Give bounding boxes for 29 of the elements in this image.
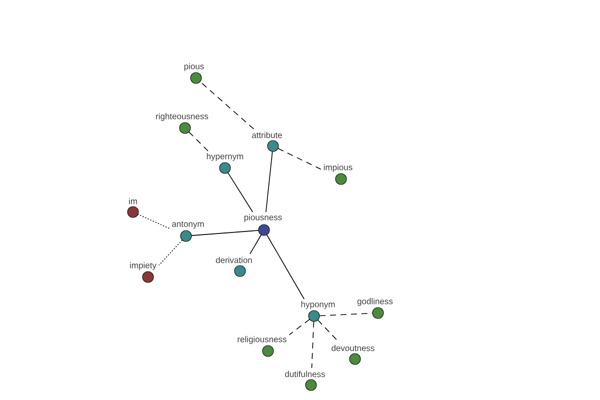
node-label: religiousness [238,336,286,344]
node-label: impiety [130,262,156,270]
connector-line [250,234,262,254]
connector-line [228,172,254,212]
connector-line [278,148,322,170]
connector-line [200,81,254,130]
node-label: devoutness [332,344,374,352]
node-label: piousness [244,214,282,222]
node-label: im [129,198,137,204]
connector-line [319,312,373,316]
connector-line [191,230,259,236]
connector-line [311,321,314,368]
connector-line [288,318,310,336]
node-label: godliness [357,298,393,306]
connector-line [317,320,340,342]
connector-line [266,151,273,212]
node-label: pious [184,63,204,71]
connector-line [266,234,305,300]
node-label: derivation [216,256,252,264]
node-label: dutifulness [285,370,325,378]
node-label: impious [324,164,352,172]
node-label: hypernym [206,153,244,161]
node-label: attribute [252,132,282,138]
connector-line [138,214,170,229]
connector-line [158,240,183,266]
connector-line [188,132,208,152]
node-label: antonym [172,221,204,229]
node-label: righteousness [156,113,208,121]
node-label: hyponym [301,301,335,309]
